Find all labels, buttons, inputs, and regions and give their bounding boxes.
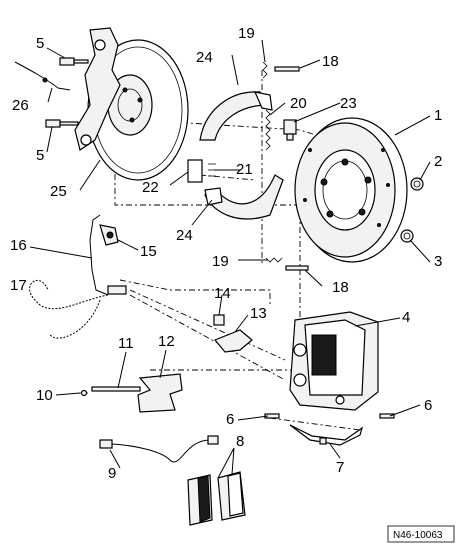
callout-11: 11 bbox=[118, 335, 134, 352]
callout-19-top: 19 bbox=[238, 25, 255, 42]
abs-speed-sensor-wire bbox=[14, 61, 71, 91]
reference-code-box: N46-10063 bbox=[387, 525, 455, 543]
brake-shoe-upper bbox=[199, 91, 273, 141]
callout-1: 1 bbox=[434, 107, 442, 124]
pin-10 bbox=[80, 389, 88, 397]
callout-17: 17 bbox=[10, 277, 27, 294]
leader-lines bbox=[29, 39, 431, 479]
callout-23: 23 bbox=[340, 95, 357, 112]
bolt-5-upper bbox=[59, 57, 89, 66]
brake-line-16 bbox=[89, 214, 109, 296]
callout-15: 15 bbox=[140, 243, 157, 260]
callout-18-bottom: 18 bbox=[332, 279, 349, 296]
brake-pad-right bbox=[217, 471, 246, 521]
bracket-13 bbox=[214, 329, 253, 353]
wear-sensor-9 bbox=[99, 435, 219, 463]
shoe-retainer bbox=[187, 159, 216, 183]
bolt-2 bbox=[410, 177, 424, 191]
pad-spring-12 bbox=[137, 373, 183, 413]
bolt-14 bbox=[213, 314, 225, 326]
callout-24-top: 24 bbox=[196, 49, 213, 66]
callout-5-upper: 5 bbox=[36, 35, 44, 52]
callout-14: 14 bbox=[214, 285, 231, 302]
reference-code: N46-10063 bbox=[393, 530, 443, 541]
callout-6-right: 6 bbox=[424, 397, 432, 414]
callout-21: 21 bbox=[236, 161, 253, 178]
bolt-6-right bbox=[379, 413, 395, 419]
plug-23 bbox=[283, 119, 297, 141]
callout-20: 20 bbox=[290, 95, 307, 112]
bolt-3 bbox=[400, 229, 414, 243]
callout-8: 8 bbox=[236, 433, 244, 450]
pin-18-bottom bbox=[285, 265, 309, 271]
hose-fitting bbox=[107, 285, 127, 295]
callout-18-top: 18 bbox=[322, 53, 339, 70]
brake-shoe-lower bbox=[204, 174, 284, 220]
callout-2: 2 bbox=[434, 153, 442, 170]
callout-12: 12 bbox=[158, 333, 175, 350]
caliper-shield-7 bbox=[289, 424, 364, 446]
hose-bracket-15 bbox=[99, 224, 119, 246]
callouts: 1 2 3 4 5 5 6 6 7 8 9 10 11 12 13 14 15 … bbox=[10, 25, 442, 482]
callout-22: 22 bbox=[142, 179, 159, 196]
adjuster-spring bbox=[265, 109, 271, 151]
callout-6-left: 6 bbox=[226, 411, 234, 428]
callout-26: 26 bbox=[12, 97, 29, 114]
callout-10: 10 bbox=[36, 387, 53, 404]
callout-3: 3 bbox=[434, 253, 442, 270]
callout-16: 16 bbox=[10, 237, 27, 254]
wheel-hub-carrier bbox=[74, 27, 121, 151]
brake-pad-left bbox=[187, 474, 213, 526]
guide-pin-11 bbox=[91, 386, 141, 392]
callout-4: 4 bbox=[402, 309, 410, 326]
spring-19-top bbox=[262, 61, 268, 79]
spring-19-bottom bbox=[265, 257, 283, 263]
brake-caliper bbox=[289, 311, 379, 411]
pin-18-top bbox=[274, 66, 300, 72]
brake-hose-17 bbox=[29, 279, 109, 339]
brake-disc bbox=[294, 117, 408, 263]
callout-19-bottom: 19 bbox=[212, 253, 229, 270]
callout-7: 7 bbox=[336, 459, 344, 476]
callout-25: 25 bbox=[50, 183, 67, 200]
callout-5-lower: 5 bbox=[36, 147, 44, 164]
callout-24-bottom: 24 bbox=[176, 227, 193, 244]
callout-13: 13 bbox=[250, 305, 267, 322]
callout-9: 9 bbox=[108, 465, 116, 482]
bolt-5-lower bbox=[45, 119, 79, 128]
